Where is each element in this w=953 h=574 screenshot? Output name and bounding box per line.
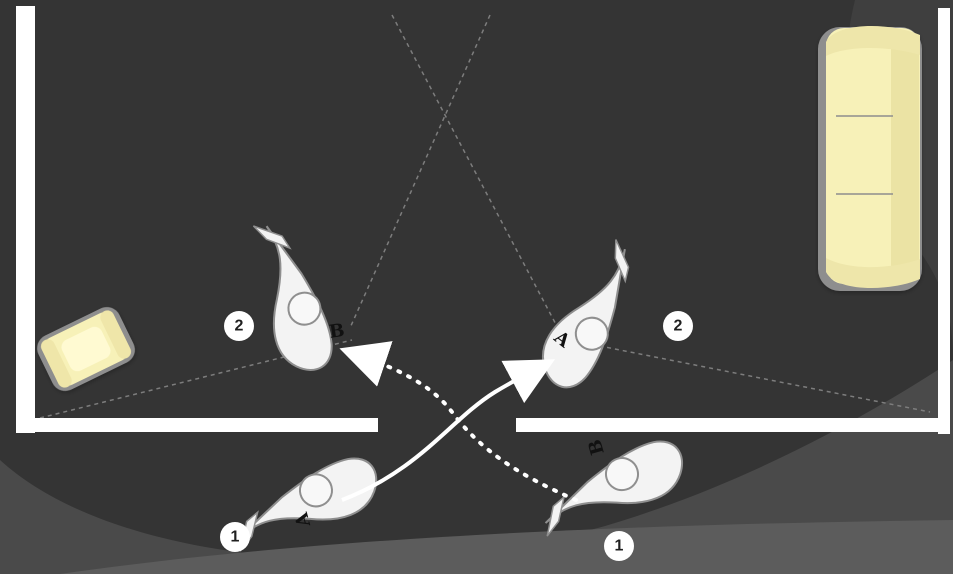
marker-left-bottom: 1 <box>220 522 250 552</box>
marker-right-top: 2 <box>663 311 693 341</box>
left-wall <box>16 6 35 433</box>
right-wall <box>938 8 950 434</box>
bottom-right-wall <box>516 418 938 432</box>
sofa <box>818 26 922 291</box>
bottom-left-wall <box>35 418 378 432</box>
marker-left-top: 2 <box>224 311 254 341</box>
top-left-figure-label: B <box>328 320 346 343</box>
marker-left-top-text: 2 <box>235 318 244 335</box>
marker-left-bottom-text: 1 <box>231 529 240 546</box>
marker-right-bottom: 1 <box>604 531 634 561</box>
marker-right-top-text: 2 <box>674 318 683 335</box>
sofa-back <box>891 32 919 280</box>
marker-right-bottom-text: 1 <box>615 538 624 555</box>
